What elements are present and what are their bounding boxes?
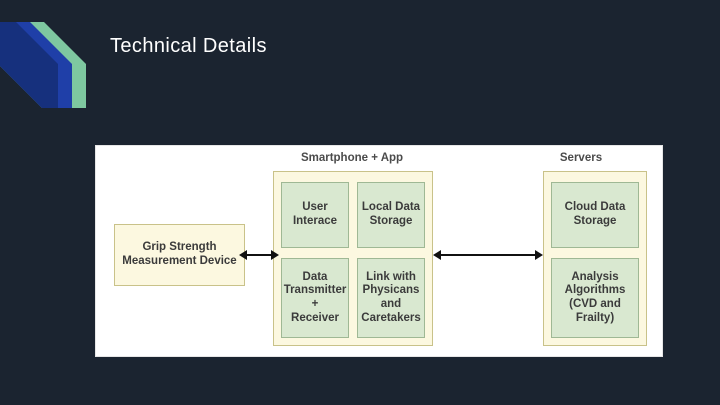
corner-ribbon-decoration [0,22,86,108]
node-link-line2: Physicans [362,284,420,297]
arrow-device-to-smartphone [239,250,279,260]
node-link-with-physicians: Link with Physicans and Caretakers [357,258,425,338]
node-local-data-storage: Local Data Storage [357,182,425,248]
device-label-line1: Grip Strength [142,241,217,254]
arrow-smartphone-to-servers [433,250,543,260]
node-data-transmitter-line2: Transmitter [283,284,347,297]
group-label-smartphone: Smartphone + App [300,152,404,164]
node-cloud-data-storage: Cloud Data Storage [551,182,639,248]
node-analysis-line2: Algorithms [564,284,626,297]
group-label-servers: Servers [559,152,603,164]
node-user-interface-line2: Interace [292,215,338,227]
node-data-transmitter-receiver: Data Transmitter + Receiver [281,258,349,338]
node-data-transmitter-line4: Receiver [291,311,339,324]
device-label-line2: Measurement [122,255,197,267]
node-analysis-line3: (CVD and [569,298,621,310]
node-analysis-line4: Frailty) [575,311,615,324]
node-data-transmitter-line1: Data [302,270,328,283]
node-grip-strength-measurement-device: Grip Strength Measurement Device [114,224,245,286]
page-title: Technical Details [110,35,267,57]
node-local-data-storage-line1: Local Data [361,201,421,214]
node-user-interface-line1: User [302,201,328,214]
node-user-interface: User Interace [281,182,349,248]
node-data-transmitter-line3: + [311,298,319,310]
node-local-data-storage-line2: Storage [369,215,413,227]
node-cloud-line2: Storage [573,215,617,227]
node-cloud-line1: Cloud Data [564,201,626,214]
node-link-line1: Link with [366,270,416,283]
node-analysis-line1: Analysis [571,270,619,283]
technical-details-diagram: Smartphone + App Servers Grip Strength M… [95,145,663,357]
node-link-line4: Caretakers [361,311,421,324]
device-label-line3: Device [199,255,237,267]
node-analysis-algorithms: Analysis Algorithms (CVD and Frailty) [551,258,639,338]
node-link-line3: and [380,298,402,310]
